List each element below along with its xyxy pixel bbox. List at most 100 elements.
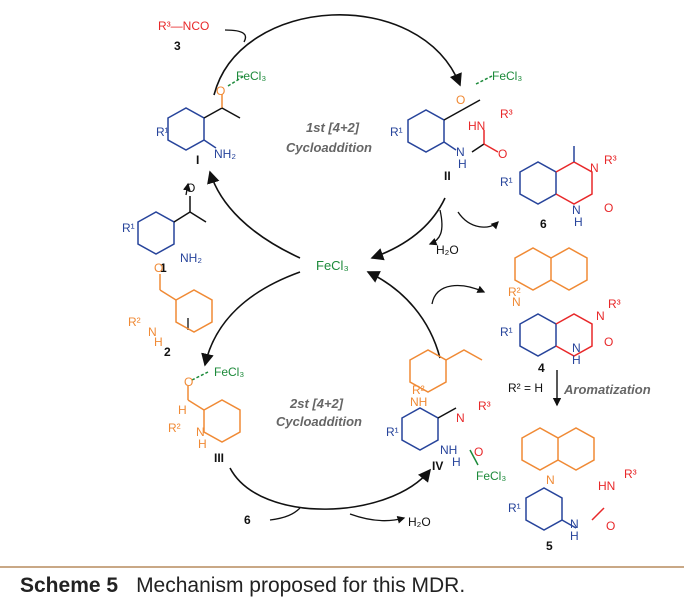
quinoline-ring-4 [514, 247, 552, 291]
caption-rule [0, 566, 684, 568]
label-3: 3 [174, 39, 181, 53]
nh2-I: NH₂ [214, 147, 236, 161]
h2-III: H [198, 437, 207, 451]
r3-6: R³ [604, 153, 617, 167]
benzene-ring-5 [525, 487, 563, 531]
label-4: 4 [538, 361, 545, 375]
fecl3-catalyst: FeCl₃ [316, 258, 349, 273]
arc-fecl3-to-I [207, 170, 301, 259]
benzene-ring-II [407, 109, 445, 153]
arrow-6-entry [269, 507, 301, 521]
arc-IV-to-fecl3 [366, 271, 441, 359]
r2-4: R² [508, 285, 521, 299]
arrow-to-4 [431, 284, 486, 305]
fecl3-IV: FeCl₃ [476, 469, 506, 483]
label-II: II [444, 169, 451, 183]
r2-2: R² [128, 315, 141, 329]
arrow-water-out-top [428, 209, 443, 246]
r2-III: R² [168, 421, 181, 435]
r1-II: R¹ [390, 125, 403, 139]
n-6: N [590, 161, 599, 175]
r1-I: R¹ [156, 125, 169, 139]
n-III: N [196, 425, 205, 439]
h-6: H [574, 215, 583, 229]
h-5: H [570, 529, 579, 543]
r1-IV: R¹ [386, 425, 399, 439]
h-4: H [572, 353, 581, 367]
n-IV: N [456, 411, 465, 425]
water-bottom: H₂O [408, 515, 431, 529]
benzene-ring-1 [137, 211, 175, 255]
arc-II-to-fecl3 [370, 197, 446, 261]
h-2: H [154, 335, 163, 349]
arc-fecl3-to-III [201, 271, 301, 367]
label-1: 1 [160, 261, 167, 275]
o-2: O [154, 261, 163, 275]
o-4: O [604, 335, 613, 349]
n-II: N [456, 145, 465, 159]
hn-II: HN [468, 119, 485, 133]
label-6-reagent: 6 [244, 513, 251, 527]
arc-I-to-II [213, 14, 462, 96]
caption-text: Mechanism proposed for this MDR. [136, 574, 466, 597]
benzene-ring-6 [519, 161, 557, 205]
benzene-ring-I [167, 107, 205, 151]
r3-4: R³ [608, 297, 621, 311]
benzene-ring-IV [401, 407, 439, 451]
fecl3-I: FeCl₃ [236, 69, 266, 83]
n3-4: N [572, 341, 581, 355]
r1-6: R¹ [500, 175, 513, 189]
r3-5: R³ [624, 467, 637, 481]
side-arrows [183, 29, 562, 524]
nh2-IV: NH [440, 443, 457, 457]
r3-II: R³ [500, 107, 513, 121]
hn-5: HN [598, 479, 615, 493]
oxygen-1: O [186, 181, 195, 195]
mechanism-diagram: R³—NCO 3 FeCl₃ O R¹ NH₂ I FeCl₃ O HN R³ … [122, 14, 651, 553]
n-2: N [148, 325, 157, 339]
structure-2 [159, 274, 213, 333]
label-IV: IV [432, 459, 443, 473]
r1-4: R¹ [500, 325, 513, 339]
h-III: H [178, 403, 187, 417]
arrow-to-6 [457, 211, 499, 230]
label-6: 6 [540, 217, 547, 231]
benzene-ring-III [203, 399, 241, 443]
o-6: O [604, 201, 613, 215]
structure-4 [514, 247, 593, 357]
o-IV: O [474, 445, 483, 459]
n2-6: N [572, 203, 581, 217]
arrow-water-out-bottom [349, 513, 406, 524]
h-II: H [458, 157, 467, 171]
oxygen-II: O [456, 93, 465, 107]
arrow-1-entry [183, 182, 191, 196]
fecl3-III: FeCl₃ [214, 365, 244, 379]
oxygen-I: O [216, 84, 225, 98]
structure-1 [137, 196, 207, 255]
structure-IV [401, 349, 483, 466]
r1-1: R¹ [122, 221, 135, 235]
water-top: H₂O [436, 243, 459, 257]
cycloaddition-2-title: 2st [4+2] [289, 396, 344, 411]
aromatization-label: Aromatization [563, 382, 651, 397]
arrow-3-entry [224, 29, 247, 43]
structure-I [167, 75, 245, 151]
benzene-ring-4 [519, 313, 557, 357]
n2-4: N [596, 309, 605, 323]
label-I: I [196, 153, 199, 167]
label-5: 5 [546, 539, 553, 553]
reagent-3: R³—NCO [158, 19, 209, 33]
r1-5: R¹ [508, 501, 521, 515]
r2-IV: R² [412, 383, 425, 397]
label-2: 2 [164, 345, 171, 359]
h-IV: H [452, 455, 461, 469]
n-4: N [512, 295, 521, 309]
upper-catalytic-cycle [207, 14, 462, 261]
o2-II: O [498, 147, 507, 161]
nh-IV: NH [410, 395, 427, 409]
nh2-1: NH₂ [180, 251, 202, 265]
benzene-ring-2 [175, 289, 213, 333]
structure-5 [521, 427, 605, 531]
